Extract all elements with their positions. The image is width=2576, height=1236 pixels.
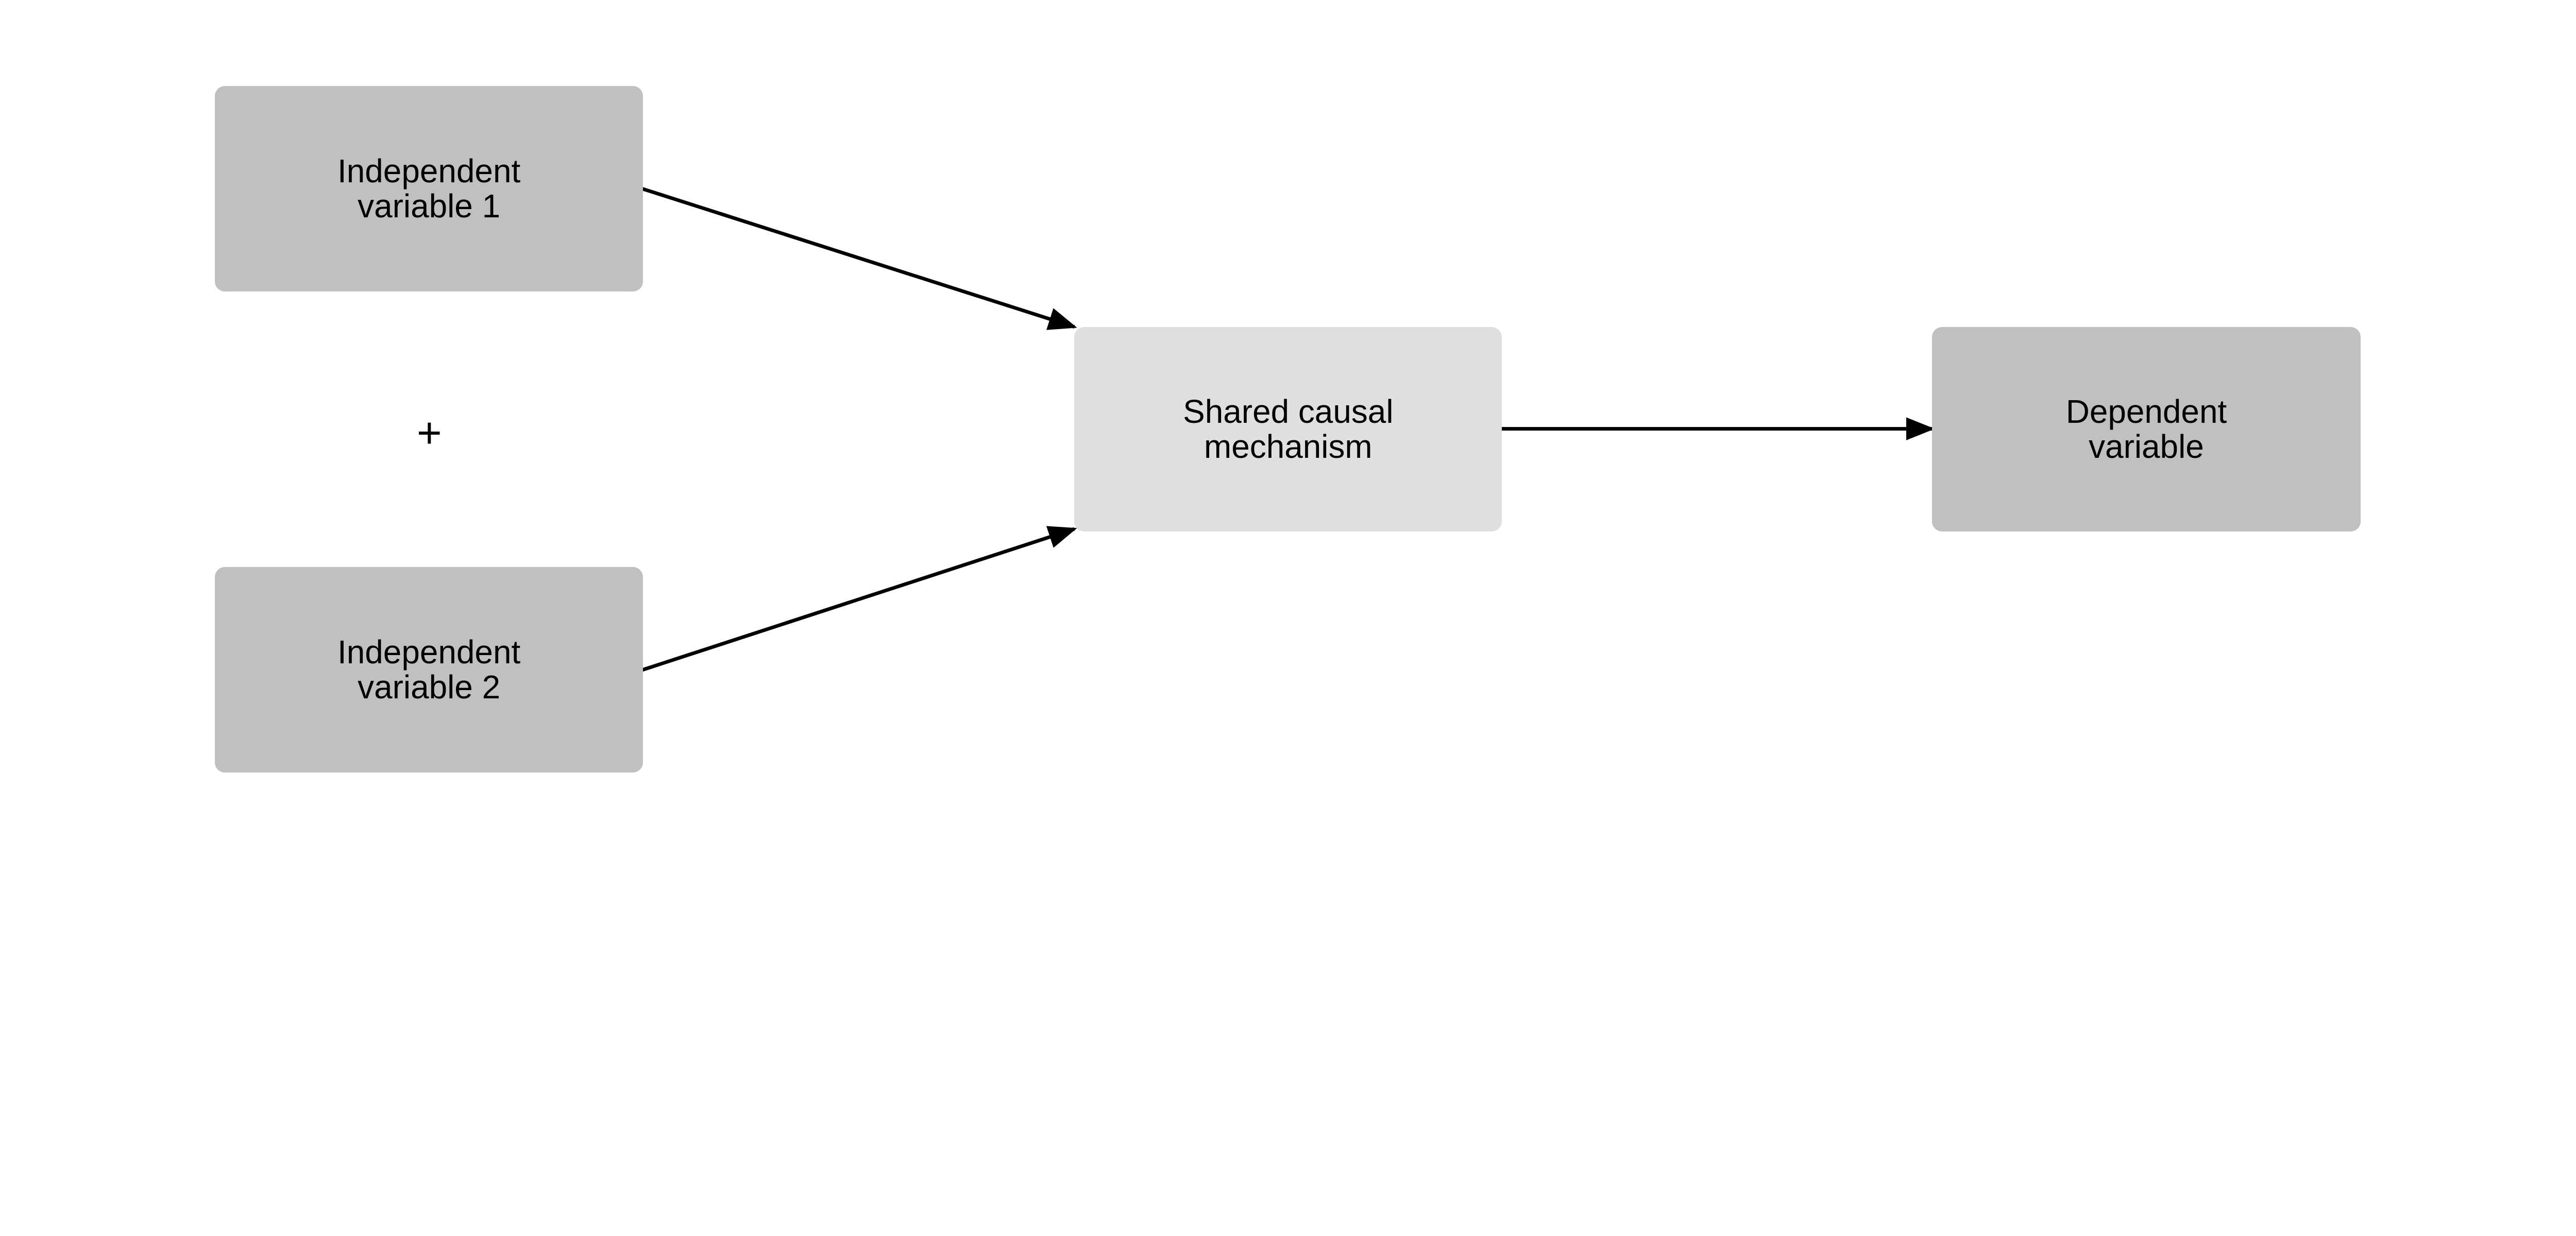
node-shared-causal-mechanism: Shared causal mechanism [1074, 327, 1502, 531]
arrow-iv2-to-mechanism [642, 526, 1077, 672]
node-dependent-variable: Dependent variable [1932, 327, 2361, 531]
edges-layer [642, 187, 1935, 672]
arrow-iv1-to-mechanism [642, 187, 1077, 330]
node-independent-variable-2: Independent variable 2 [215, 566, 643, 772]
diagram-canvas: Independent variable 1 Independent varia… [215, 85, 2361, 772]
plus-operator: + [416, 408, 442, 457]
node-independent-variable-1: Independent variable 1 [215, 85, 643, 291]
